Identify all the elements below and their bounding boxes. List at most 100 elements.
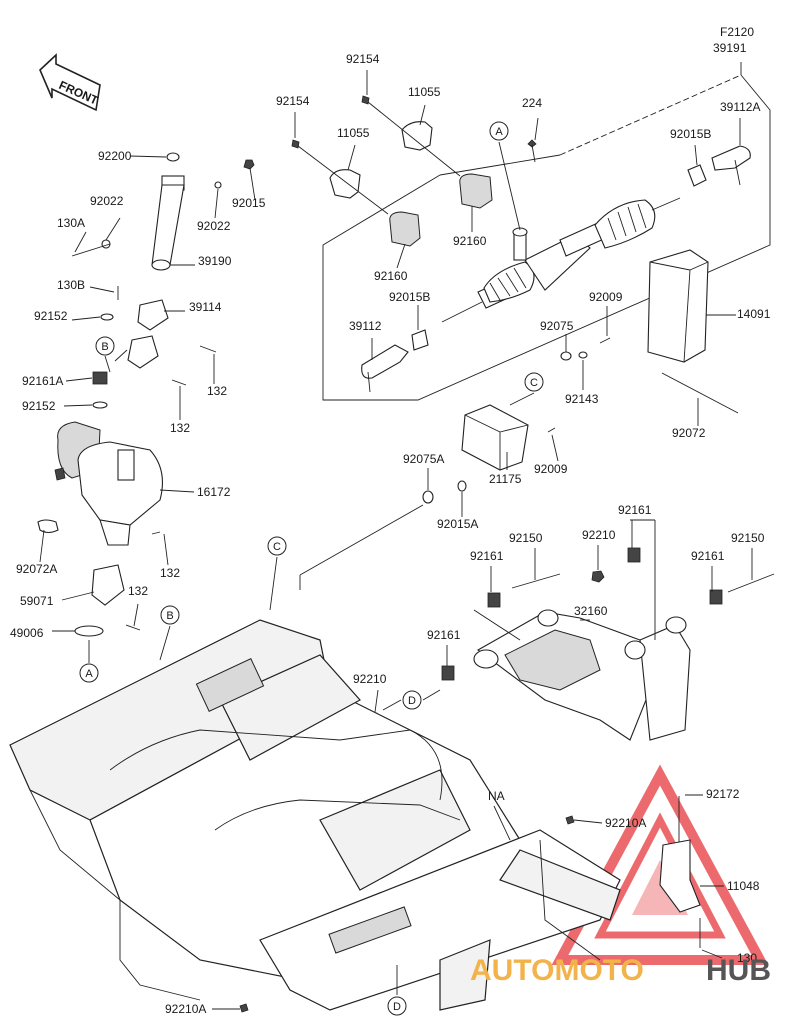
- leader-lines: [39, 70, 753, 1010]
- callout-cB2: B: [160, 605, 180, 625]
- reference-callouts: A B C C B A D D: [79, 121, 544, 1016]
- part-label-lNA: NA: [488, 789, 505, 803]
- callout-circle: [160, 605, 180, 625]
- rack-boot-right: [594, 199, 656, 249]
- part-label-l92072: 92072: [672, 426, 706, 440]
- rack-brackets: [291, 95, 493, 247]
- figure-code: F2120: [720, 25, 754, 39]
- part-label-l59071: 59071: [20, 594, 54, 608]
- part-label-l92200: 92200: [98, 149, 132, 163]
- part-label-l92210A_b: 92210A: [165, 1002, 206, 1016]
- part-label-l92161a: 92161: [618, 503, 652, 517]
- callout-circle: [95, 336, 115, 356]
- part-label-l92022a: 92022: [90, 194, 124, 208]
- part-label-l92150a: 92150: [509, 531, 543, 545]
- part-label-l92015B_r: 92015B: [670, 127, 711, 141]
- part-label-l92172: 92172: [706, 787, 740, 801]
- control-module: [422, 337, 611, 504]
- callout-letter: B: [101, 341, 108, 353]
- part-label-l92161A: 92161A: [22, 374, 63, 388]
- part-label-l92015A: 92015A: [437, 517, 478, 531]
- part-label-l92143: 92143: [565, 392, 599, 406]
- callout-cC1: C: [524, 372, 544, 392]
- front-arrow-icon: FRONT: [39, 53, 101, 112]
- callout-cC2: C: [267, 536, 287, 556]
- callout-letter: A: [495, 126, 503, 138]
- part-label-l92022b: 92022: [197, 219, 231, 233]
- callout-circle: [402, 690, 422, 710]
- part-label-l32160: 32160: [574, 604, 608, 618]
- electronic-box: [647, 249, 739, 414]
- part-label-l132d: 132: [128, 584, 148, 598]
- vehicle-frame: [9, 619, 701, 1013]
- part-label-l92154a: 92154: [346, 52, 380, 66]
- callout-letter: D: [408, 695, 416, 707]
- part-label-l224: 224: [522, 96, 542, 110]
- part-label-l92075: 92075: [540, 319, 574, 333]
- lower-joint: [37, 519, 161, 637]
- part-label-l21175: 21175: [489, 472, 522, 486]
- part-label-l92160a: 92160: [453, 234, 487, 248]
- part-label-l92009b: 92009: [534, 462, 568, 476]
- part-label-l130: 130: [737, 951, 757, 965]
- part-label-l39112A: 39112A: [720, 100, 760, 114]
- callout-cA2: A: [79, 663, 99, 683]
- part-label-l92161b: 92161: [470, 549, 504, 563]
- part-label-l132b: 132: [170, 421, 190, 435]
- part-label-l92015: 92015: [232, 196, 266, 210]
- callout-letter: A: [85, 668, 93, 680]
- part-label-l14091: 14091: [737, 307, 771, 321]
- part-label-l39112: 39112: [349, 319, 382, 333]
- callout-letter: B: [166, 610, 173, 622]
- part-label-l92150b: 92150: [731, 531, 765, 545]
- callout-letter: C: [273, 541, 281, 553]
- part-label-l132a: 132: [207, 384, 227, 398]
- callout-letter: D: [393, 1001, 401, 1013]
- callout-cD2: D: [387, 996, 407, 1016]
- part-label-l132c: 132: [160, 566, 180, 580]
- callout-circle: [524, 372, 544, 392]
- part-label-l92160b: 92160: [374, 269, 408, 283]
- part-label-l92009a: 92009: [589, 290, 623, 304]
- part-label-l11055b: 11055: [337, 126, 370, 140]
- watermark: AUTOMOTO HUB: [470, 954, 771, 987]
- steering-column: [71, 152, 255, 409]
- part-label-l92161d: 92161: [427, 628, 461, 642]
- part-label-l92152b: 92152: [22, 399, 56, 413]
- part-label-l92015B_l: 92015B: [389, 290, 430, 304]
- part-label-l11055a: 11055: [408, 85, 441, 99]
- part-label-l39191: 39191: [713, 41, 747, 55]
- part-label-l49006: 49006: [10, 626, 44, 640]
- callout-letter: C: [530, 377, 538, 389]
- steering-rack-box: [322, 62, 771, 401]
- part-label-l11048: 11048: [727, 879, 760, 893]
- part-label-l39190: 39190: [198, 254, 232, 268]
- callout-cB1: B: [95, 336, 115, 356]
- engine-mount-bracket: [367, 547, 775, 741]
- callout-circle: [79, 663, 99, 683]
- callout-circle: [489, 121, 509, 141]
- part-label-l92210b: 92210: [353, 672, 387, 686]
- part-label-l92072A: 92072A: [16, 562, 57, 576]
- callout-circle: [267, 536, 287, 556]
- part-label-l130A: 130A: [57, 216, 85, 230]
- callout-cA1: A: [489, 121, 509, 141]
- part-label-l92210A_r: 92210A: [605, 816, 646, 830]
- part-label-l92154b: 92154: [276, 94, 310, 108]
- part-label-l130B: 130B: [57, 278, 85, 292]
- part-label-l39114: 39114: [189, 300, 222, 314]
- watermark-text-hub: HUB: [706, 954, 771, 987]
- part-label-l92161c: 92161: [691, 549, 725, 563]
- part-label-l92152a: 92152: [34, 309, 68, 323]
- callout-cD1: D: [402, 690, 422, 710]
- part-label-l92210a: 92210: [582, 528, 616, 542]
- watermark-text-automoto: AUTOMOTO: [470, 954, 644, 987]
- power-steering-unit: [54, 421, 163, 546]
- steering-rack: [361, 139, 751, 393]
- callout-circle: [387, 996, 407, 1016]
- part-label-l16172: 16172: [197, 485, 231, 499]
- part-label-l92075A: 92075A: [403, 452, 444, 466]
- rack-boot-left: [483, 261, 535, 303]
